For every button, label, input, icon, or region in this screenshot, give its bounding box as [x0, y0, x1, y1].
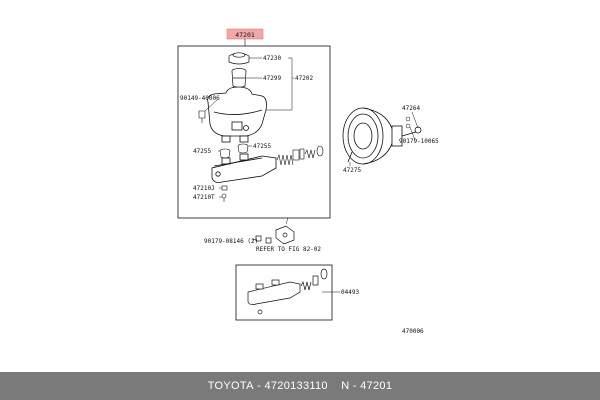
assembly-frame-upper — [177, 45, 331, 219]
reservoir-bolt — [198, 110, 206, 123]
label-04493: 04493 — [341, 289, 359, 296]
booster-bolts — [405, 116, 411, 129]
caption-brand: TOYOTA — [207, 380, 254, 392]
cylinder-kit — [247, 268, 328, 315]
label-47230: 47230 — [263, 55, 281, 62]
label-47202: 47202 — [295, 75, 313, 82]
caption-separator: - — [253, 380, 265, 392]
label-47255-left: 47255 — [193, 148, 211, 155]
piston-spring-set — [276, 145, 324, 166]
reservoir-filter — [231, 68, 247, 88]
label-90179-10065: 90179-10065 — [399, 138, 439, 145]
grommet-left — [219, 148, 231, 159]
label-90179-08146: 90179-08146 (2) — [204, 238, 258, 245]
caption-part-number: 4720133110 — [264, 380, 328, 392]
label-47264: 47264 — [402, 105, 420, 112]
label-47210j: 47210J — [193, 185, 215, 192]
label-47255-right: 47255 — [253, 143, 271, 150]
assembly-frame-lower — [235, 264, 333, 321]
label-47275: 47275 — [343, 167, 361, 174]
caption-gap — [328, 380, 341, 392]
reservoir-tank — [207, 86, 267, 143]
check-valve — [221, 185, 228, 202]
brake-booster — [342, 107, 422, 165]
label-90149: 90149-40006 — [180, 95, 220, 102]
mount-bracket — [255, 225, 295, 245]
figure-number: 470006 — [402, 328, 424, 335]
reservoir-cap — [228, 52, 250, 65]
caption-bar: TOYOTA - 4720133110 N - 47201 — [0, 372, 600, 400]
label-refer-fig: REFER TO FIG 82-02 — [256, 246, 321, 253]
caption-ref: N - 47201 — [341, 380, 393, 392]
grommet-right — [237, 143, 249, 154]
highlight-label: 47201 — [235, 31, 255, 39]
label-47299: 47299 — [263, 75, 281, 82]
label-47210t: 47210T — [193, 194, 215, 201]
master-cylinder — [211, 153, 277, 183]
